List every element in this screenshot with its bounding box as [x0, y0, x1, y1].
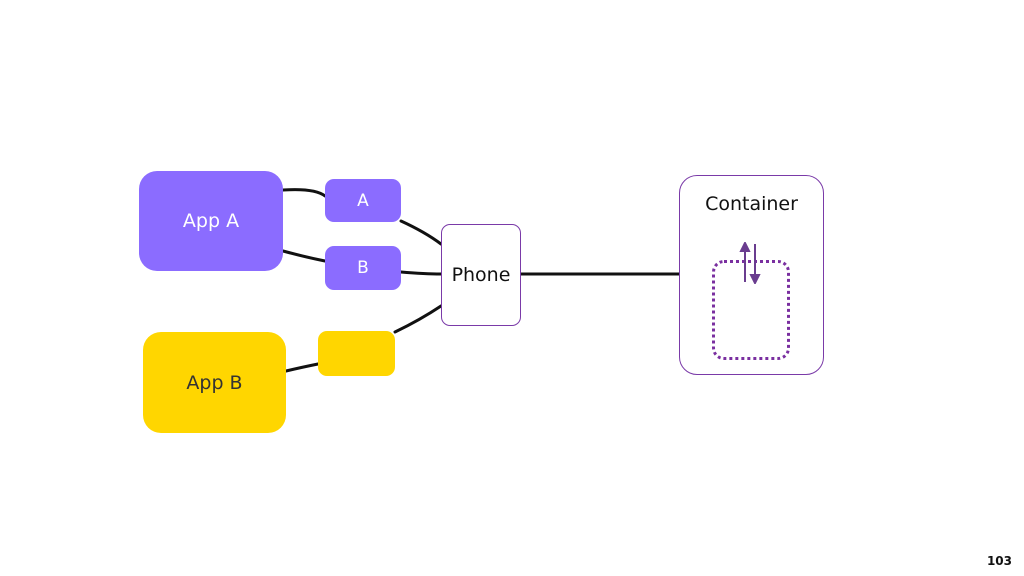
- port-b-label: B: [357, 258, 369, 278]
- wire-app-a-to-port-b: [281, 249, 327, 263]
- phone-box: Phone: [441, 224, 521, 326]
- wire-app-b-to-port-c: [284, 362, 320, 373]
- port-a-label: A: [357, 190, 369, 211]
- wire-port-c-to-phone: [393, 304, 443, 334]
- swap-vertical-arrows-icon: [739, 242, 761, 284]
- container-label: Container: [705, 193, 798, 215]
- wire-app-a-to-port-a: [281, 188, 327, 198]
- page-number: 103: [986, 554, 1012, 568]
- app-b-box: App B: [143, 332, 286, 433]
- port-c-box: [318, 331, 395, 376]
- port-a-box: A: [325, 179, 401, 222]
- wire-port-a-to-phone: [399, 219, 443, 246]
- wire-port-b-to-phone: [399, 270, 443, 276]
- app-b-label: App B: [186, 371, 243, 394]
- dotted-slot: [712, 260, 790, 360]
- app-a-box: App A: [139, 171, 283, 271]
- phone-label: Phone: [451, 264, 511, 286]
- port-b-box: B: [325, 246, 401, 290]
- app-a-label: App A: [182, 210, 240, 232]
- container-box: Container: [679, 175, 824, 375]
